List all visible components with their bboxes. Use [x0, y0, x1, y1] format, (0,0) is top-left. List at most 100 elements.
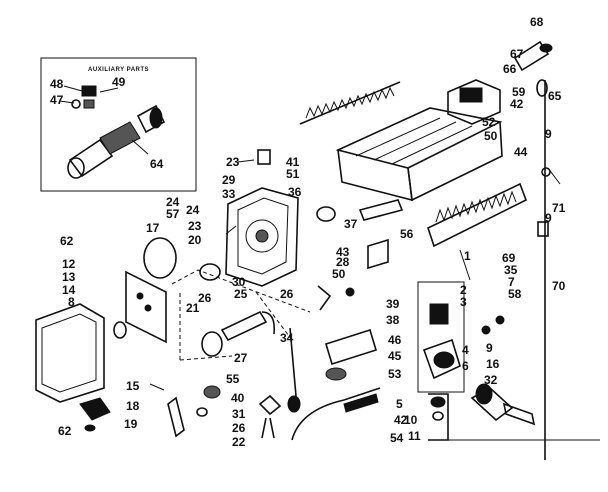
callout-label: 42	[394, 413, 408, 427]
callout-label: 19	[124, 417, 138, 431]
fill-tube-fitting-part	[136, 104, 166, 134]
callout-label: 15	[126, 379, 140, 393]
shaft-clip-part	[541, 167, 551, 177]
callout-label: 10	[404, 413, 418, 427]
gasket-42-part	[432, 411, 444, 421]
callout-label: 71	[552, 201, 566, 215]
callout-label: 25	[234, 287, 248, 301]
callout-label: 21	[186, 301, 200, 315]
callout-label: 68	[530, 15, 544, 29]
callout-label: 16	[486, 357, 500, 371]
fill-tube-end-part	[67, 157, 85, 179]
callout-label: 53	[388, 367, 402, 381]
support-housing-assembly	[225, 149, 299, 287]
callout-label: 14	[62, 283, 76, 297]
callout-label: 43	[336, 245, 350, 259]
callout-label: 11	[408, 429, 421, 443]
spring-26-part	[261, 311, 276, 335]
callout-label: 8	[68, 295, 75, 309]
callout-label: 44	[514, 145, 528, 159]
callout-label: 23	[188, 219, 202, 233]
inset-callout-label: 64	[150, 157, 164, 171]
nut-40-part	[258, 394, 282, 416]
mold-side-part	[407, 121, 503, 202]
lever-assembly	[149, 327, 301, 439]
callout-label: 50	[332, 267, 346, 281]
bracket-38-part	[317, 285, 332, 311]
clip-62-part	[79, 397, 111, 421]
callout-label: 62	[60, 234, 74, 248]
callout-label: 40	[231, 391, 245, 405]
auxiliary-parts-inset: AUXILIARY PARTS	[40, 57, 197, 192]
callout-label: 9	[545, 211, 552, 225]
callout-label: 24	[186, 203, 200, 217]
callout-label: 65	[548, 89, 562, 103]
housing-frame-part	[225, 187, 299, 287]
callout-label: 62	[58, 424, 72, 438]
callout-label: 20	[188, 233, 202, 247]
callout-label: 26	[198, 291, 212, 305]
valve-body-part	[81, 85, 97, 97]
shaft-bushing-part	[536, 79, 548, 97]
seal-ring-part	[71, 99, 81, 109]
washer-27-part	[203, 385, 221, 399]
seal-part	[83, 99, 95, 109]
mold-end-cap-part	[447, 79, 501, 125]
heater-connector-part	[358, 199, 404, 221]
front-cover-part	[35, 303, 105, 403]
callout-label: 50	[484, 129, 498, 143]
callout-label: 55	[226, 372, 240, 386]
callout-label: 39	[386, 297, 400, 311]
inset-callout-label: 47	[50, 93, 64, 107]
fill-tube-nut-part	[99, 121, 141, 155]
callout-label: 13	[62, 270, 76, 284]
callout-label: 18	[126, 399, 140, 413]
callout-label: 66	[503, 62, 517, 76]
callout-label: 9	[486, 341, 493, 355]
lever-19-part	[167, 396, 185, 438]
callout-label: 54	[390, 431, 404, 445]
callout-label: 2	[460, 283, 467, 297]
callout-label: 34	[280, 331, 294, 345]
callout-label: 24	[166, 195, 180, 209]
callout-label: 57	[166, 207, 180, 221]
solenoid-part	[429, 303, 449, 325]
callout-label: 70	[552, 279, 566, 293]
callout-label: 51	[286, 167, 300, 181]
callout-label: 1	[464, 249, 471, 263]
callout-label: 9	[545, 127, 552, 141]
ice-mold-assembly	[299, 79, 528, 311]
callout-label: 56	[400, 227, 414, 241]
callout-label: 59	[512, 85, 526, 99]
shaft-sleeve-part	[537, 221, 549, 237]
fill-tube-cone-part	[68, 138, 114, 178]
clamp-32-part	[502, 402, 536, 426]
valve-body-part-main	[422, 338, 461, 380]
gear-14-part	[113, 321, 127, 339]
shaft-assembly	[513, 40, 561, 460]
callout-label: 41	[286, 155, 300, 169]
mold-bracket-part	[459, 87, 483, 103]
callout-label: 17	[146, 221, 160, 235]
callout-label: 38	[386, 313, 400, 327]
callout-label: 23	[226, 155, 240, 169]
callout-label: 4	[462, 343, 469, 357]
callout-label: 67	[510, 47, 524, 61]
callout-label: 12	[62, 257, 76, 271]
shaft-25-part	[220, 310, 268, 342]
fitting-5-part	[430, 396, 446, 408]
callout-label: 33	[222, 187, 236, 201]
callout-label: 30	[232, 275, 246, 289]
stripper-part	[427, 182, 528, 248]
inset-border	[40, 57, 197, 192]
callout-label: 46	[388, 333, 402, 347]
inset-callout-label: 49	[112, 75, 126, 89]
callout-label: 32	[484, 373, 498, 387]
thermostat-clip-part	[367, 238, 389, 270]
connector-53-part	[343, 393, 379, 413]
housing-gear-part	[245, 219, 279, 253]
mold-front-part	[337, 149, 413, 202]
inset-title: AUXILIARY PARTS	[88, 67, 149, 73]
